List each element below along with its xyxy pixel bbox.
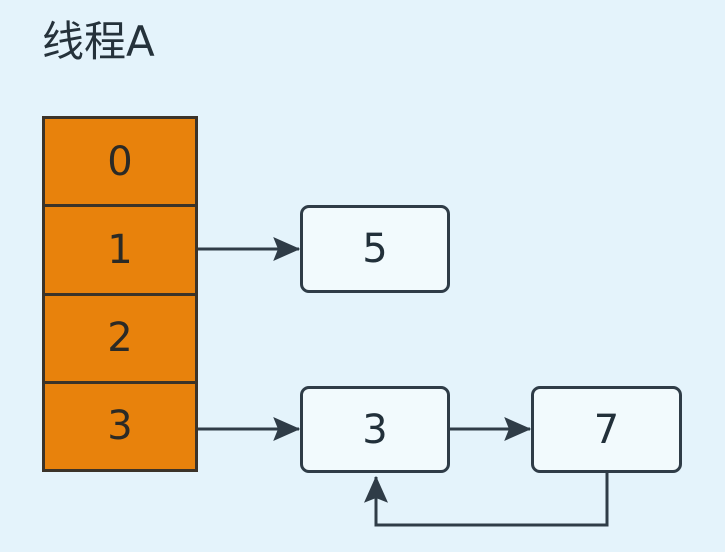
- bucket-cell-2[interactable]: 2: [45, 295, 195, 384]
- bucket-cell-1[interactable]: 1: [45, 207, 195, 296]
- bucket-cell-3[interactable]: 3: [45, 383, 195, 469]
- node-box-5[interactable]: 5: [300, 205, 450, 293]
- node-box-3[interactable]: 3: [300, 386, 450, 473]
- hash-bucket-array: 0 1 2 3: [42, 116, 198, 472]
- connector-node7-node3-loop: [364, 473, 609, 527]
- bucket-cell-0[interactable]: 0: [45, 119, 195, 208]
- node-box-7[interactable]: 7: [531, 386, 682, 473]
- page-title: 线程A: [42, 17, 155, 66]
